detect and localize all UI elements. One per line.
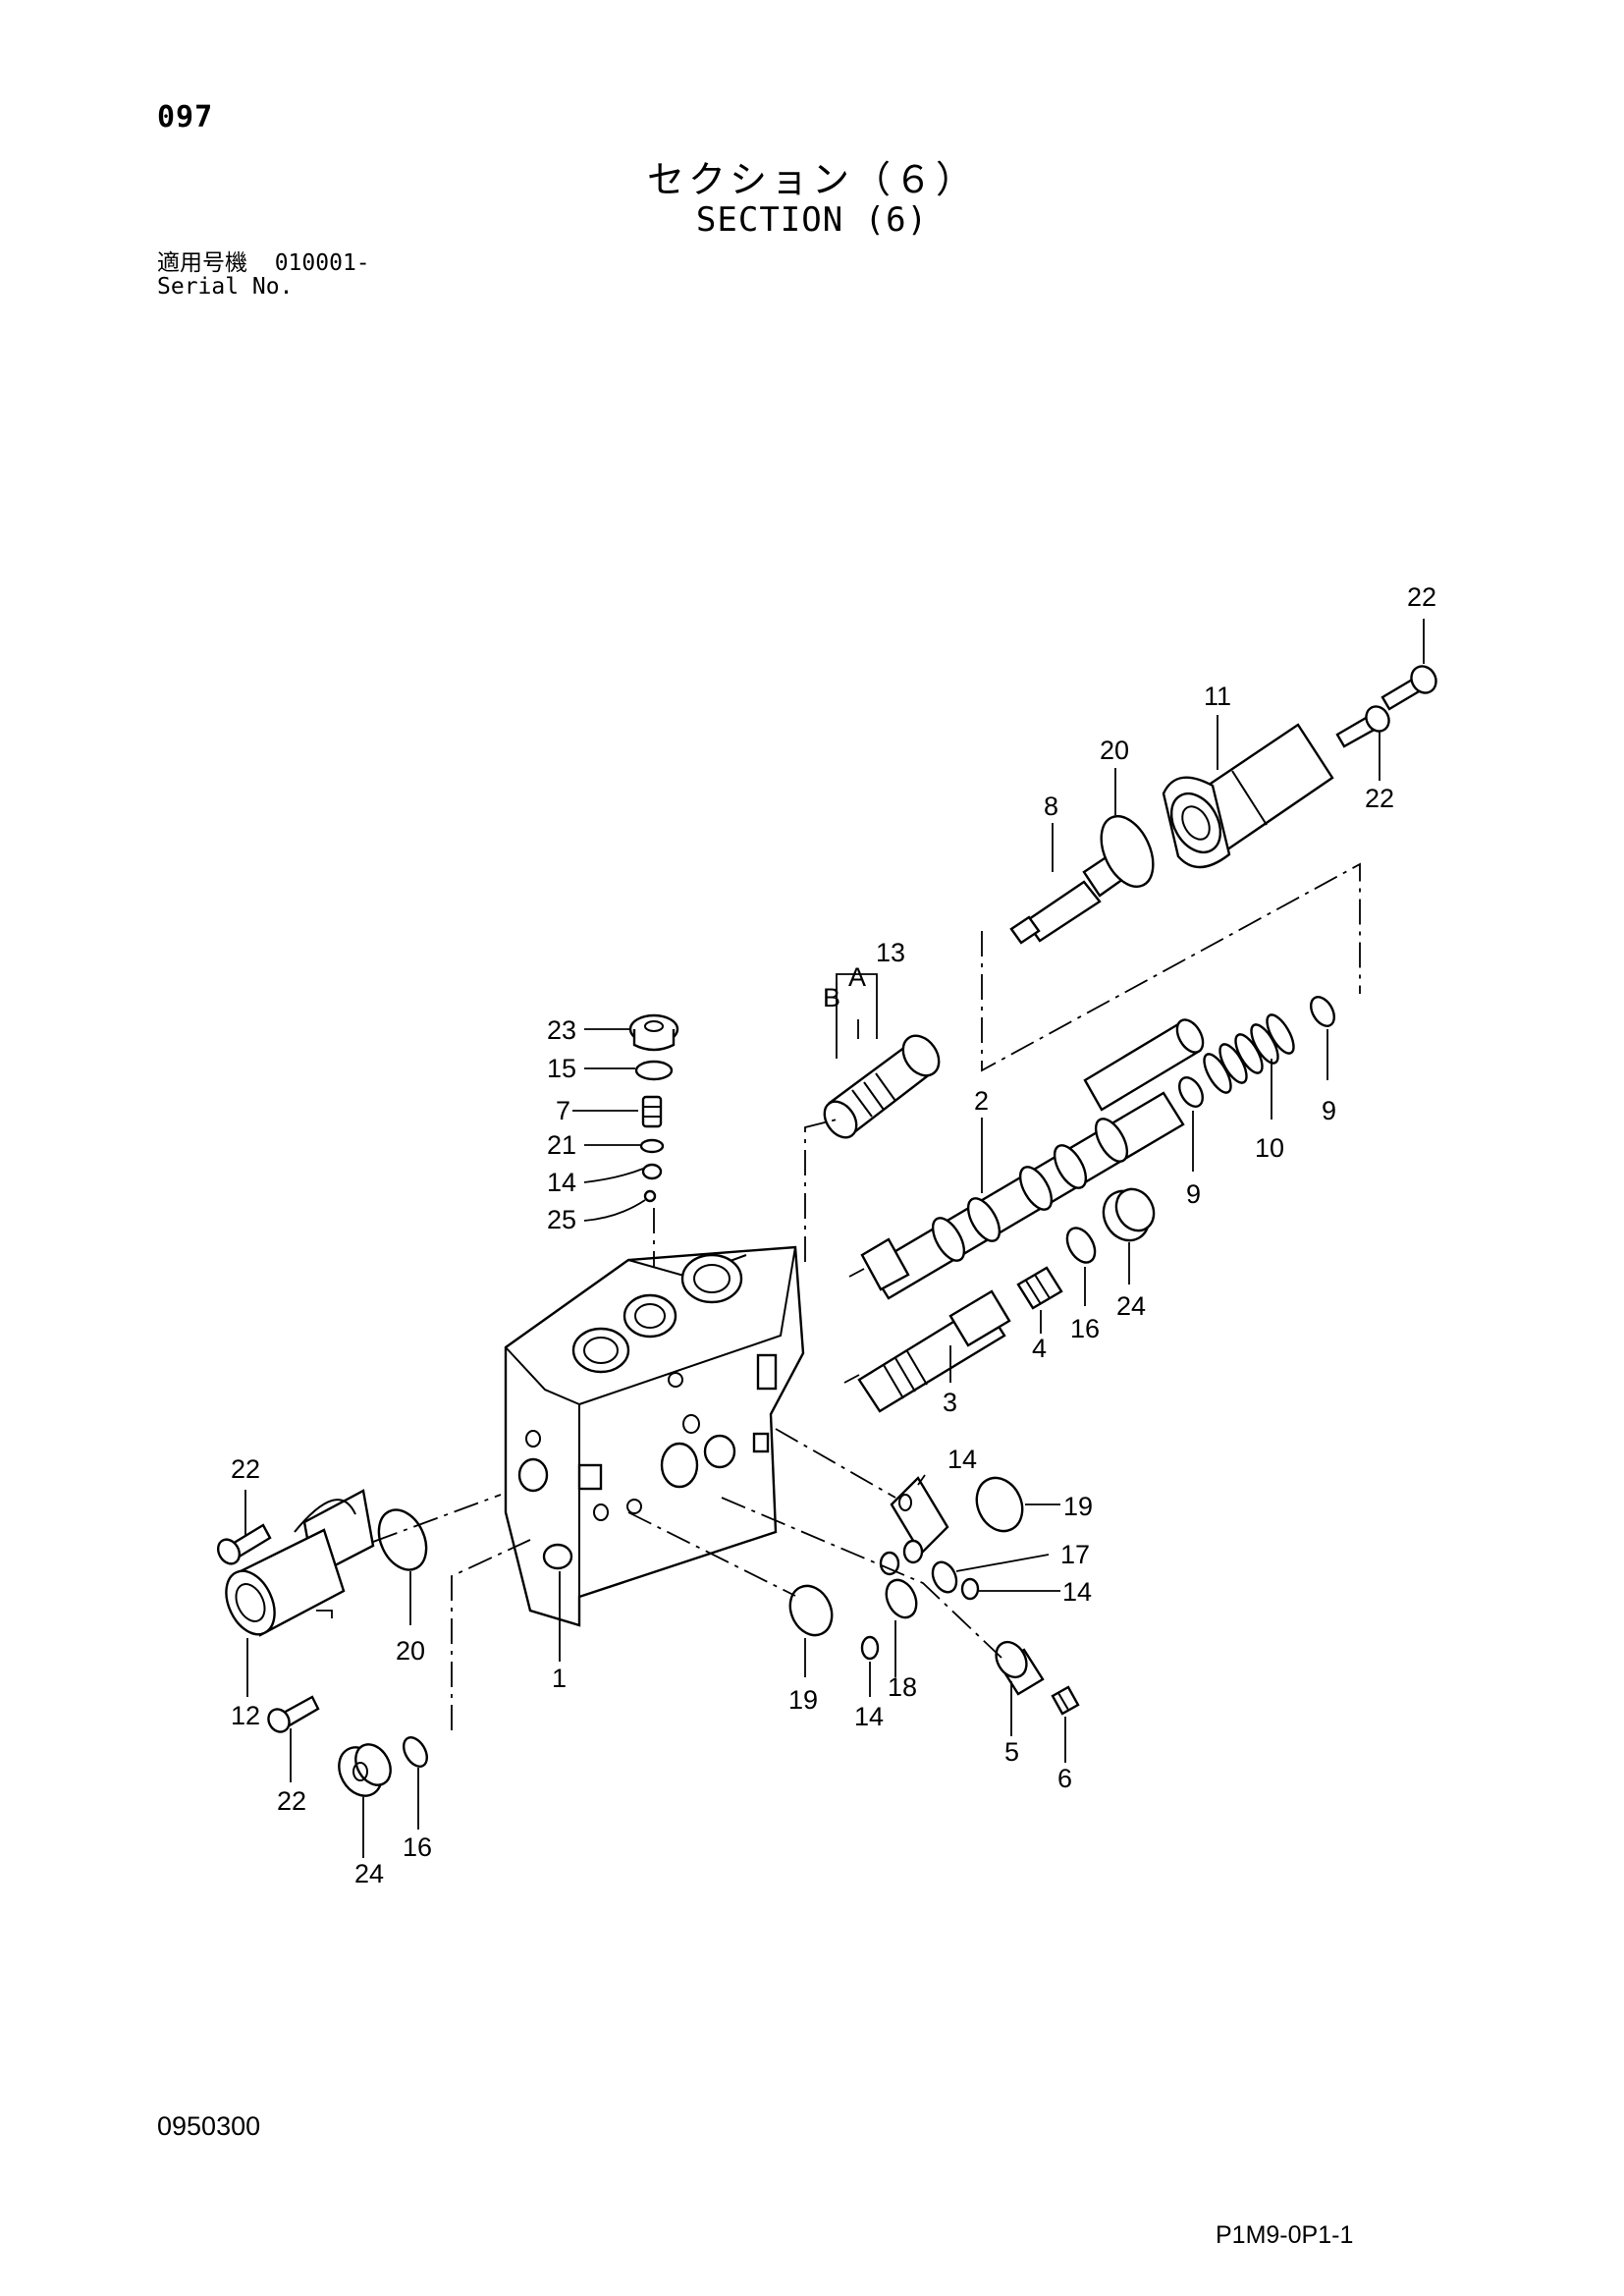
gasket-14	[890, 1476, 949, 1556]
callout-22: 22	[231, 1454, 260, 1484]
callout-20: 20	[396, 1636, 425, 1666]
callout-15: 15	[547, 1054, 576, 1083]
o-ring-14-right	[960, 1577, 980, 1601]
spool-3	[857, 1289, 1011, 1413]
o-ring-19-right	[975, 1476, 1024, 1533]
callout-19: 19	[788, 1685, 818, 1715]
callout-19: 19	[1063, 1492, 1093, 1521]
callout-3: 3	[943, 1388, 957, 1417]
callout-14: 14	[947, 1445, 977, 1474]
cap-12	[225, 1489, 375, 1637]
serial-row-jp: 適用号機 010001-	[157, 251, 370, 275]
callout-14: 14	[854, 1702, 884, 1731]
callout-14: 14	[1062, 1577, 1092, 1607]
serial-label-jp: 適用号機	[157, 250, 247, 276]
sheet-code: P1M9-0P1-1	[1216, 2221, 1354, 2249]
callout-1: 1	[552, 1664, 567, 1693]
o-ring-17	[931, 1560, 958, 1594]
callout-8: 8	[1044, 792, 1058, 821]
callout-25: 25	[547, 1205, 576, 1234]
o-ring-14-mid-b	[902, 1539, 924, 1564]
leader-lines	[244, 619, 1425, 1858]
assembly-center-lines	[316, 862, 1361, 1730]
callout-22: 22	[277, 1786, 306, 1816]
cap-11	[1162, 723, 1334, 869]
o-ring-16-lower	[403, 1736, 428, 1768]
bolt-22-upper-b	[1335, 705, 1390, 748]
callout-24: 24	[1116, 1291, 1146, 1321]
bolt-22-lower-b	[267, 1695, 320, 1733]
callout-22: 22	[1365, 784, 1394, 813]
callout-A: A	[848, 962, 866, 992]
bolt-22-lower-a	[216, 1523, 272, 1565]
serial-value: 010001-	[274, 250, 370, 276]
callout-23: 23	[547, 1015, 576, 1045]
callout-21: 21	[547, 1130, 576, 1160]
bolt-22-upper-a	[1380, 665, 1437, 711]
o-ring-16-upper	[1065, 1227, 1097, 1264]
ring-21	[639, 1138, 665, 1154]
spool-2	[860, 1018, 1205, 1300]
callout-17: 17	[1060, 1540, 1090, 1569]
o-ring-19-lower	[788, 1584, 834, 1637]
callout-16: 16	[403, 1832, 432, 1862]
callout-2: 2	[974, 1086, 989, 1116]
callout-16: 16	[1070, 1314, 1100, 1343]
callout-10: 10	[1255, 1133, 1284, 1163]
spring-4	[1016, 1266, 1063, 1310]
callout-13: 13	[876, 938, 905, 967]
section-title-jp: セクション（６）	[646, 158, 977, 201]
spring-seat-9-left	[1178, 1076, 1204, 1108]
plug-5	[995, 1640, 1045, 1696]
callout-B: B	[823, 983, 840, 1012]
plug-24-lower	[338, 1743, 392, 1797]
callout-22: 22	[1407, 582, 1436, 612]
callout-9: 9	[1186, 1179, 1201, 1209]
callout-5: 5	[1004, 1737, 1019, 1767]
o-ring-20-top	[1100, 815, 1155, 888]
callout-6: 6	[1057, 1764, 1072, 1793]
callout-20: 20	[1100, 736, 1129, 765]
drawing-code: 0950300	[157, 2111, 261, 2141]
serial-info: 適用号機 010001- Serial No.	[157, 251, 370, 299]
valve-body	[504, 1245, 805, 1627]
orifice-6	[1051, 1685, 1080, 1716]
stem-8	[1009, 854, 1125, 945]
o-ring-15	[634, 1060, 674, 1081]
spring-10	[1203, 1013, 1295, 1094]
callout-7: 7	[556, 1096, 570, 1125]
o-ring-14-top	[641, 1163, 663, 1180]
plug-24-upper	[1102, 1187, 1156, 1242]
cartridge-13	[823, 1034, 941, 1139]
section-title-en: SECTION (6)	[695, 200, 929, 240]
orifice-7	[641, 1095, 663, 1128]
o-ring-14-mid-a	[879, 1551, 900, 1576]
callout-18: 18	[888, 1672, 917, 1702]
spring-seat-9-right	[1310, 996, 1335, 1027]
callout-24: 24	[354, 1859, 384, 1888]
callout-labels: 22 11 22 20 8 13 A B 23 15 7 21 14 25 2 …	[231, 582, 1436, 1888]
serial-label-en: Serial No.	[157, 274, 294, 300]
callout-11: 11	[1204, 682, 1231, 711]
callout-9: 9	[1322, 1096, 1336, 1125]
o-ring-18	[885, 1578, 918, 1619]
o-ring-14-low	[860, 1635, 880, 1661]
callout-4: 4	[1032, 1334, 1047, 1363]
page-number: 097	[157, 100, 214, 135]
callout-12: 12	[231, 1701, 260, 1730]
plug-23	[628, 1013, 679, 1052]
callout-14: 14	[547, 1168, 576, 1197]
ball-25	[643, 1189, 657, 1203]
o-ring-20-lower	[377, 1508, 428, 1571]
